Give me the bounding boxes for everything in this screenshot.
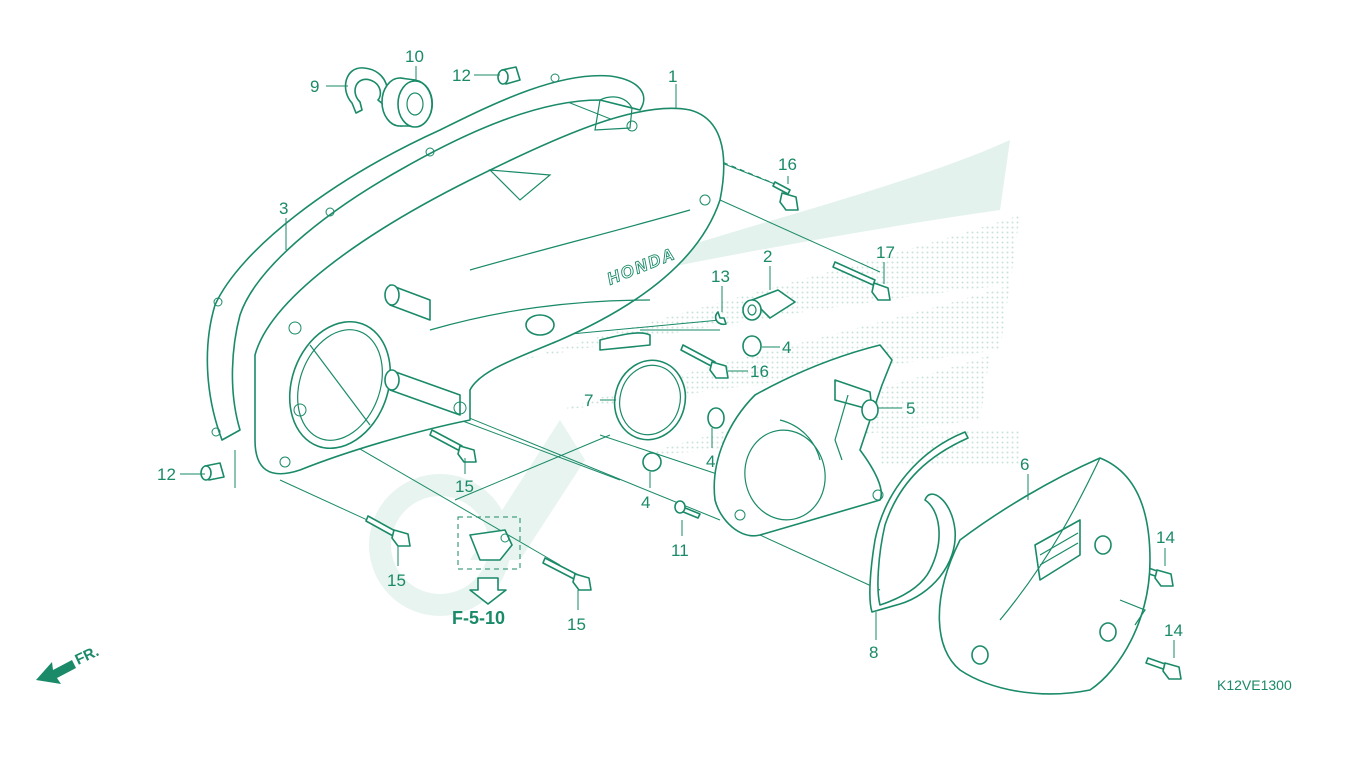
callout-1: 1 [668,67,677,86]
direction-label: FR. [73,643,102,669]
callout-11: 11 [671,541,689,560]
part-3-gasket [206,74,645,441]
callout-17: 17 [876,243,895,262]
callout-14-bottom: 14 [1164,621,1183,640]
callout-3: 3 [279,199,288,218]
callouts: 1 2 3 4 4 4 5 6 7 8 9 10 11 12 12 13 14 [157,47,1183,662]
bolt-15-mid [429,429,477,463]
callout-13: 13 [711,267,730,286]
callout-16-mid: 16 [750,362,769,381]
callout-5: 5 [906,399,915,418]
bolt-17 [832,261,891,301]
callout-2: 2 [763,247,772,266]
part-2-plug [742,289,796,321]
callout-8: 8 [869,643,878,662]
bolt-16-top [772,181,799,211]
callout-12-left: 12 [157,465,176,484]
gasket-holes [211,73,560,437]
screw-11 [674,500,701,519]
callout-4b: 4 [706,452,715,471]
part-13-clip [714,311,727,326]
callout-7: 7 [584,391,593,410]
callout-15-mid: 15 [455,477,474,496]
callout-15-left: 15 [387,571,406,590]
callout-6: 6 [1020,455,1029,474]
bolt-14-bottom [1145,657,1182,680]
callout-12-top: 12 [452,66,471,85]
callout-15-right: 15 [567,615,586,634]
part-8-seal [869,431,969,613]
callout-16-top: 16 [778,155,797,174]
part-6-outer-cover [938,457,1151,695]
part-10-bearing [381,77,434,128]
part-9-circlip [344,67,389,114]
callout-14-top: 14 [1156,528,1175,547]
bolt-15-left [365,515,411,547]
bolt-16-mid [680,344,729,379]
part-4-grommet-c [642,452,662,472]
part-7-o-ring [613,359,687,441]
reference-box [457,516,521,605]
callout-10: 10 [405,47,424,66]
front-direction-arrow: FR. [36,643,102,684]
reference-label: F-5-10 [452,608,505,628]
callout-4a: 4 [782,338,791,357]
diagram-code: K12VE1300 [1217,677,1292,693]
bolt-15-right [542,557,592,591]
part-4-grommet-a [742,335,762,357]
part-12-dowel-pin-top [497,66,521,85]
part-12-dowel-pin-left [200,462,225,481]
callout-4c: 4 [641,493,650,512]
part-1-crankcase-cover: HONDA [254,96,725,475]
callout-9: 9 [310,77,319,96]
part-4-grommet-b [707,407,725,429]
part-5-inner-plate [713,344,893,537]
